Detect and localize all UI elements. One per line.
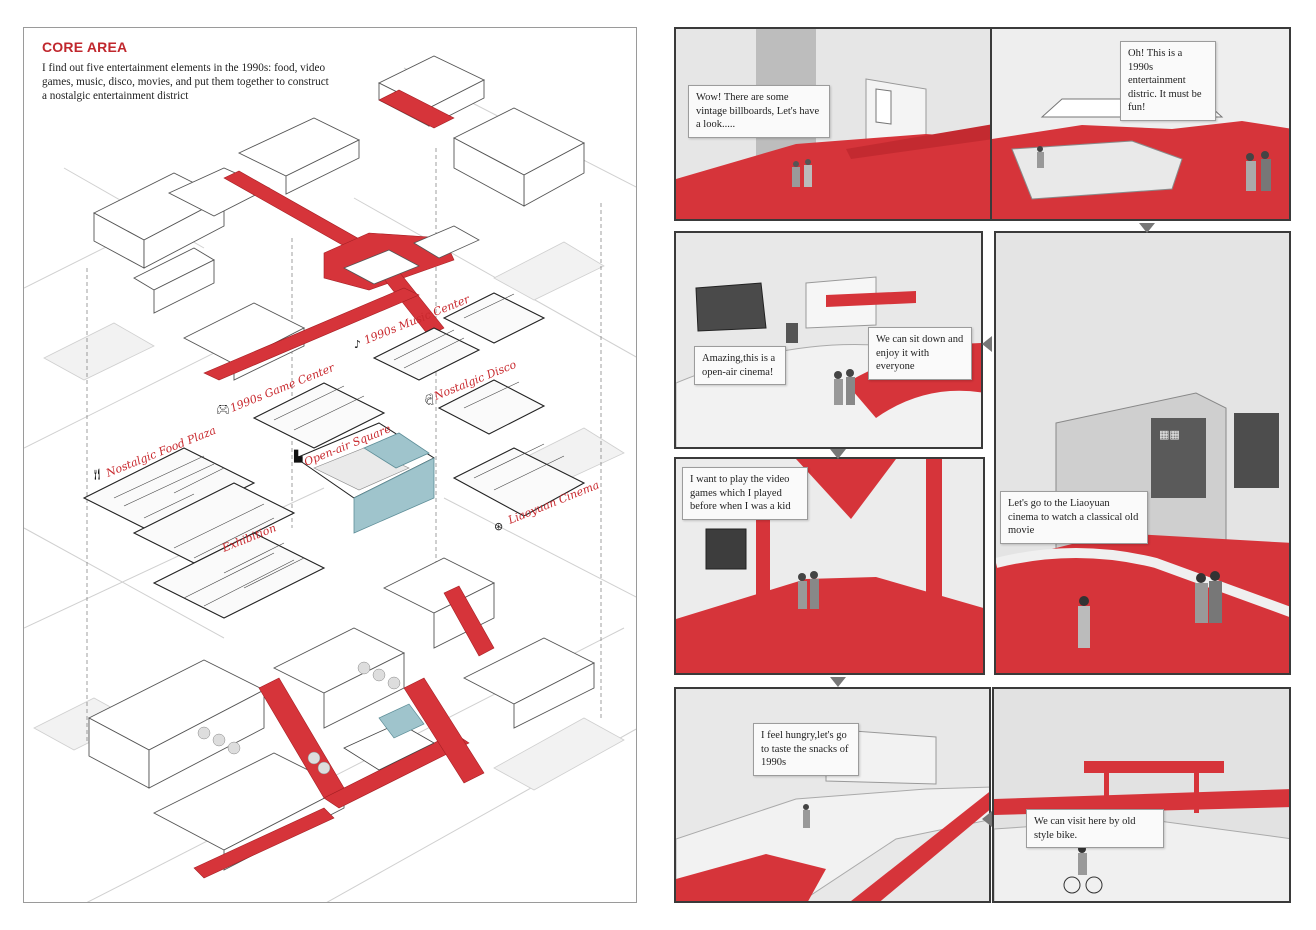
right-sheet-storyboard: Wow! There are some vintage billboards, … [673, 27, 1291, 903]
speech-bubble-7: We can visit here by old style bike. [1026, 809, 1164, 848]
panel-liaoyuan-cinema: ▦▦ Let's go to the Liaoyuan cinema to wa… [994, 231, 1291, 675]
left-sheet-core-area: 1990s Music Center ♪ 1990s Game Center 🎮… [23, 27, 637, 903]
axonometric-diagram: 1990s Music Center ♪ 1990s Game Center 🎮… [24, 55, 636, 902]
dancer-icon: 🕺︎ [422, 393, 436, 406]
arrow-left-icon [982, 336, 992, 352]
panel-vintage-billboards: Wow! There are some vintage billboards, … [674, 27, 992, 221]
music-note-icon: ♪ [354, 338, 361, 351]
film-reel-icon: ⊛ [494, 520, 503, 533]
panel-video-games: I want to play the video games which I p… [674, 457, 985, 675]
speech-bubble-3b: We can sit down and enjoy it with everyo… [868, 327, 972, 380]
speech-bubble-6: I feel hungry,let's go to taste the snac… [753, 723, 859, 776]
core-area-title: CORE AREA [42, 39, 128, 55]
panel-snacks: I feel hungry,let's go to taste the snac… [674, 687, 991, 903]
arrow-down-icon [830, 449, 846, 459]
chair-icon: ▙ [293, 449, 303, 463]
arrow-left-icon [982, 811, 992, 827]
arrow-down-icon [1139, 223, 1155, 233]
panel-4-scene: ▦▦ [996, 233, 1289, 673]
panel-open-air-cinema: Amazing,this is a open-air cinema! We ca… [674, 231, 983, 449]
speech-bubble-4: Let's go to the Liaoyuan cinema to watch… [1000, 491, 1148, 544]
core-area-description: I find out five entertainment elements i… [42, 62, 329, 102]
speech-bubble-3a: Amazing,this is a open-air cinema! [694, 346, 786, 385]
gamepad-icon: 🎮︎ [216, 403, 230, 416]
panel-entertainment-district: Oh! This is a 1990s entertainment distri… [990, 27, 1291, 221]
cinema-sign-glyphs: ▦▦ [1159, 428, 1180, 441]
speech-bubble-1: Wow! There are some vintage billboards, … [688, 85, 830, 138]
panel-7-scene [994, 689, 1289, 901]
panel-6-scene [676, 689, 989, 901]
arrow-down-icon [830, 677, 846, 687]
speech-bubble-5: I want to play the video games which I p… [682, 467, 808, 520]
food-icon: 🍴︎ [90, 468, 104, 481]
panel-old-style-bike: We can visit here by old style bike. [992, 687, 1291, 903]
speech-bubble-2: Oh! This is a 1990s entertainment distri… [1120, 41, 1216, 121]
